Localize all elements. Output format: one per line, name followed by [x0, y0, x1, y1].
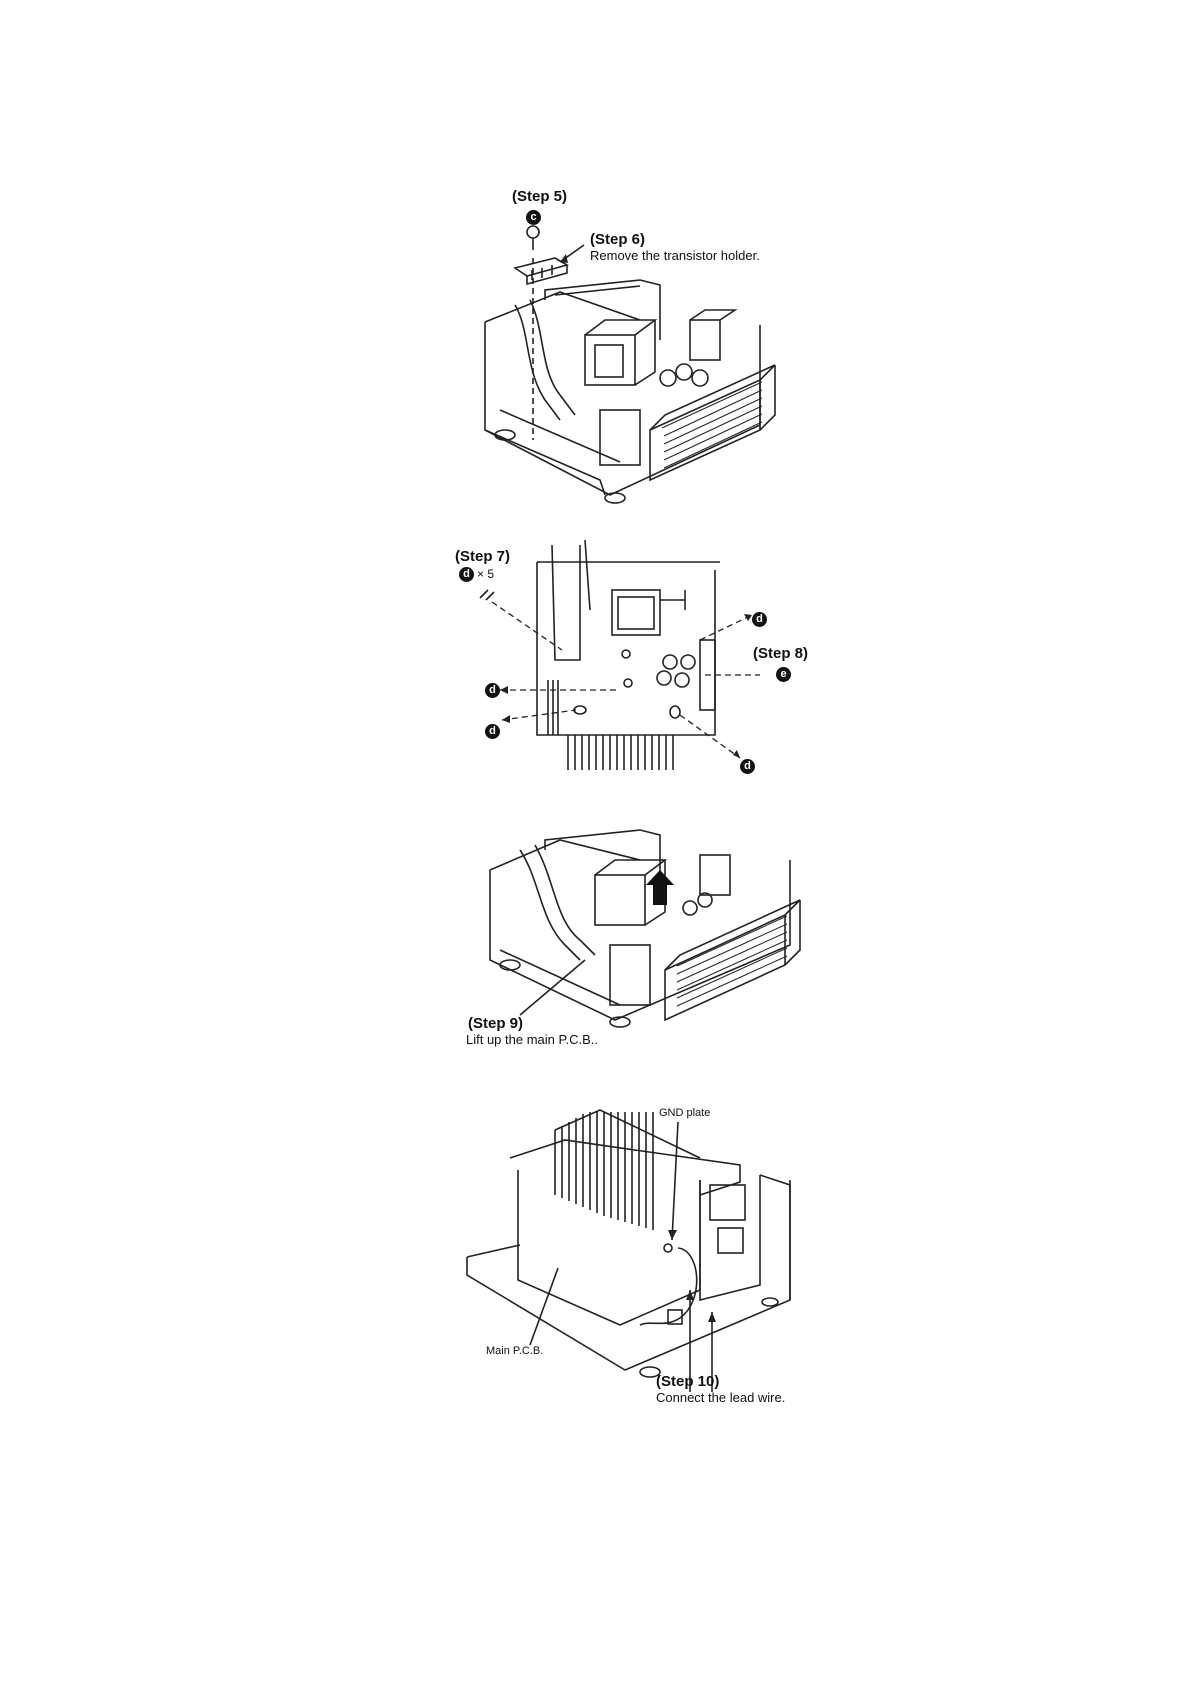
figure-step10: GND plate Main P.C.B. (Step 10) Connect … — [0, 0, 1190, 1420]
main-pcb-label: Main P.C.B. — [486, 1345, 543, 1357]
gnd-plate-label: GND plate — [659, 1107, 710, 1119]
step10-label: (Step 10) — [656, 1373, 719, 1390]
main-pcb-drawing — [0, 0, 1190, 1420]
step10-description: Connect the lead wire. — [656, 1390, 785, 1405]
